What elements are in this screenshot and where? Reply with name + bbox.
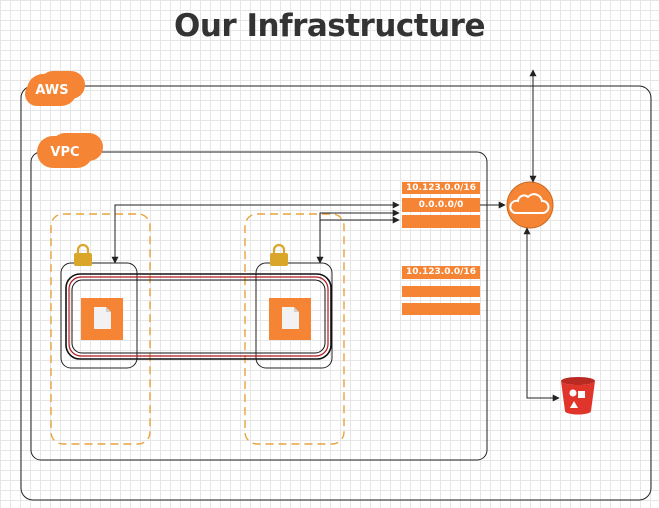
aws-badge: AWS [27,74,77,106]
ec2-instance-icon [81,298,123,340]
instance-cluster-inner [68,276,329,357]
vpc-boundary [30,151,488,461]
subnet-left [50,213,151,445]
aws-boundary [20,85,652,501]
vpc-badge-label: VPC [50,145,80,160]
route-table-public-row-1: 10.123.0.0/16 [406,183,476,193]
ec2-instance-icon [269,298,311,340]
diagram-title: Our Infrastructure [173,8,486,44]
aws-badge-label: AWS [35,83,69,98]
cloud-icon [506,181,554,229]
instance-cluster-outer [65,273,332,360]
route-table-public [402,182,480,228]
lock-icon [74,243,92,266]
s3-bucket-icon [561,377,595,415]
security-group-left [60,262,138,369]
route-table-public-row-2: 0.0.0.0/0 [418,200,464,210]
route-table-private-row-1: 10.123.0.0/16 [406,267,476,277]
lock-icon [270,243,288,266]
vpc-badge: VPC [37,136,93,168]
subnet-right [244,213,345,445]
route-table-private [402,266,480,315]
